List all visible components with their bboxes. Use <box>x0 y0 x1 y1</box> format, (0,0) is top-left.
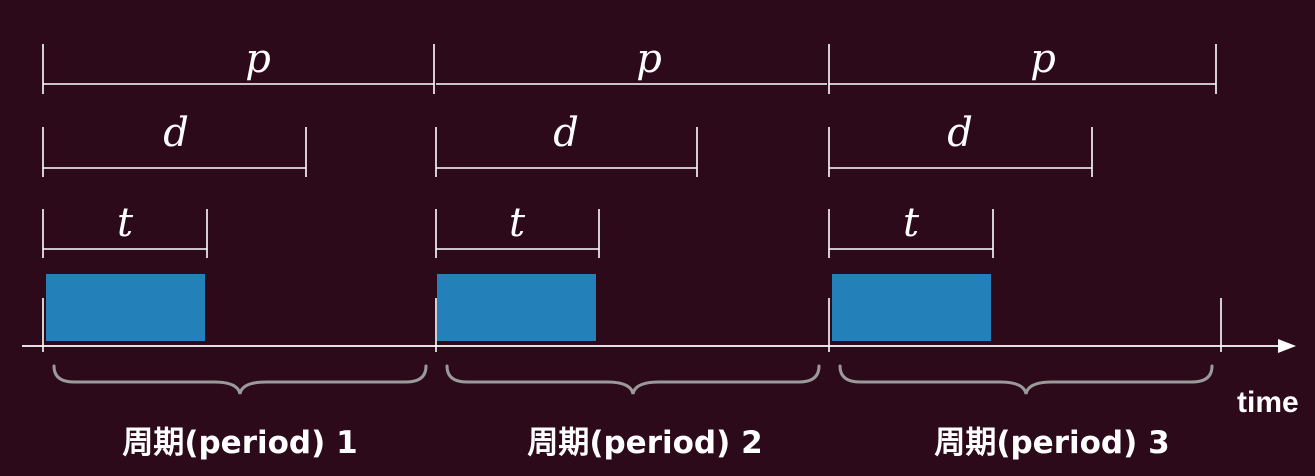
task-execution-block <box>46 274 205 341</box>
task-execution-block <box>832 274 991 341</box>
time-axis-label: time <box>1237 386 1299 419</box>
exec-span-t: t <box>828 200 994 258</box>
time-axis: time <box>22 298 1299 419</box>
deadline-span-d: d <box>42 110 307 177</box>
period-brace <box>52 364 428 395</box>
task-execution-block <box>437 274 596 341</box>
period-caption: 周期(period) 2 <box>527 425 762 461</box>
deadline-symbol: d <box>163 110 189 156</box>
period-group-3: p d t 周期(period) 3 <box>828 36 1217 461</box>
period-span-p: p <box>42 36 434 94</box>
exec-symbol: t <box>117 200 134 246</box>
deadline-span-d: d <box>828 110 1093 177</box>
period-group-2: p d t 周期(period) 2 <box>433 36 827 461</box>
period-brace <box>838 364 1214 395</box>
exec-span-t: t <box>42 200 208 258</box>
deadline-symbol: d <box>947 110 973 156</box>
period-symbol: p <box>1030 36 1056 82</box>
deadline-symbol: d <box>553 110 579 156</box>
period-brace <box>445 364 821 395</box>
period-group-1: p d t 周期(period) 1 <box>42 36 434 461</box>
period-span-p: p <box>433 36 827 94</box>
period-span-p: p <box>828 36 1217 94</box>
deadline-span-d: d <box>435 110 698 177</box>
period-caption: 周期(period) 3 <box>934 425 1169 461</box>
period-caption: 周期(period) 1 <box>122 425 357 461</box>
time-axis-arrowhead <box>1278 339 1296 353</box>
exec-symbol: t <box>509 200 526 246</box>
period-symbol: p <box>636 36 662 82</box>
exec-symbol: t <box>903 200 920 246</box>
exec-span-t: t <box>435 200 600 258</box>
period-symbol: p <box>245 36 271 82</box>
